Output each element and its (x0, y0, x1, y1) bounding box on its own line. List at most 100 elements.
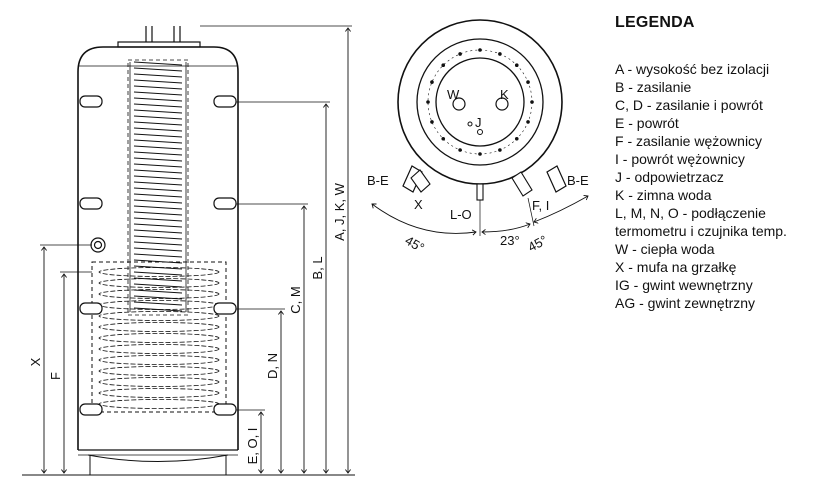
coil-loop (98, 333, 220, 343)
angle-arc-left (372, 204, 476, 233)
dim-label-d: D, N (265, 353, 280, 379)
legend-item: C, D - zasilanie i powrót (615, 97, 763, 113)
heater-socket-inner (93, 240, 103, 250)
legend-item: L, M, N, O - podłączenie (615, 205, 766, 221)
left-connections (79, 95, 106, 416)
port-j (477, 129, 483, 135)
label-w: W (447, 87, 460, 102)
connection-stub (79, 403, 103, 416)
connection-stub (213, 197, 237, 210)
dim-label-x: X (28, 357, 43, 366)
coil-loop (98, 267, 220, 277)
bolt (498, 52, 502, 56)
tank-body (77, 46, 239, 450)
legend-item: W - ciepła woda (615, 241, 715, 257)
angle-label-left: 45° (403, 233, 428, 256)
port-w (452, 97, 466, 111)
bolt (458, 148, 462, 152)
lower-coil (98, 267, 220, 409)
dim-label-b: B, L (310, 256, 325, 279)
bolt (478, 48, 482, 52)
legend-item: termometru i czujnika temp. (615, 223, 787, 239)
label-be-right: B-E (567, 173, 589, 188)
coil-loop (98, 344, 220, 354)
label-lo: L-O (450, 207, 472, 222)
dim-label-a: A, J, K, W (332, 182, 347, 241)
coil-loop (98, 311, 220, 321)
coil-loop (98, 355, 220, 365)
bolt (430, 120, 434, 124)
legend-item: I - powrót wężownicy (615, 151, 745, 167)
bolt (441, 136, 446, 141)
outer-shell (397, 19, 563, 185)
connection-stub (79, 197, 103, 210)
legend-item: A - wysokość bez izolacji (615, 61, 770, 77)
connection-stub (213, 95, 237, 108)
dim-label-e: E, O, I (245, 428, 260, 465)
legend-list: A - wysokość bez izolacji B - zasilanie … (615, 60, 815, 312)
lower-coil-outline (91, 261, 227, 413)
pipe-be-right (546, 165, 567, 193)
label-j: J (475, 115, 482, 130)
legend: LEGENDA A - wysokość bez izolacji B - za… (615, 14, 815, 312)
flange-plate (435, 57, 525, 147)
pipe-lo (476, 183, 484, 201)
coil-loop (98, 399, 220, 409)
legend-item: B - zasilanie (615, 79, 692, 95)
coil-loop (98, 289, 220, 299)
legend-item: J - odpowietrzacz (615, 169, 724, 185)
angle-label-right: 45° (525, 232, 549, 254)
bolt (426, 100, 430, 104)
dimension-lines (44, 28, 348, 473)
coil-loop (98, 278, 220, 288)
extension-lines (40, 25, 352, 411)
legend-item: K - zimna woda (615, 187, 712, 203)
coil-loop (98, 377, 220, 387)
pipe-x (410, 169, 431, 193)
coil-windings (133, 61, 183, 312)
connection-stub (213, 302, 237, 315)
bolt (530, 100, 534, 104)
upper-coil-outline (127, 59, 189, 316)
flange-bolts (426, 48, 534, 156)
upper-coil (129, 61, 187, 312)
dim-label-c: C, M (288, 286, 303, 313)
legend-item: E - powrót (615, 115, 679, 131)
coil-loop (98, 366, 220, 376)
bolt (498, 148, 502, 152)
bolt (430, 80, 434, 84)
bolt (458, 52, 462, 56)
label-x: X (414, 197, 423, 212)
port-k (495, 97, 509, 111)
leader-line (527, 197, 535, 227)
connection-stub (79, 95, 103, 108)
label-be-left: B-E (367, 173, 389, 188)
tank-bottom-dome (87, 454, 229, 462)
coil-loop (98, 300, 220, 310)
dim-label-f: F (48, 372, 63, 380)
legend-item: IG - gwint wewnętrzny (615, 277, 753, 293)
legend-title: LEGENDA (615, 14, 695, 31)
side-view: A, J, K, W B, L C, M D, N E, O, I X F (22, 25, 355, 476)
right-connections (213, 95, 237, 416)
connection-stub (213, 403, 237, 416)
coil-loop (98, 388, 220, 398)
angle-arc-right (534, 196, 588, 222)
legend-item: AG - gwint zewnętrzny (615, 295, 756, 311)
bolt (441, 63, 446, 68)
bolt (478, 152, 482, 156)
label-fi: F, I (532, 198, 549, 213)
legend-item: F - zasilanie wężownicy (615, 133, 763, 149)
bolt (514, 136, 519, 141)
bolt (526, 120, 530, 124)
pipe-fi (511, 171, 533, 197)
top-view (372, 19, 588, 236)
connection-stub (79, 302, 103, 315)
bolt (514, 63, 519, 68)
angle-label-mid: 23° (500, 233, 520, 248)
tank-rim (416, 38, 544, 166)
coil-loop (98, 322, 220, 332)
legend-item: X - mufa na grzałkę (615, 259, 737, 275)
port-small (467, 121, 473, 127)
